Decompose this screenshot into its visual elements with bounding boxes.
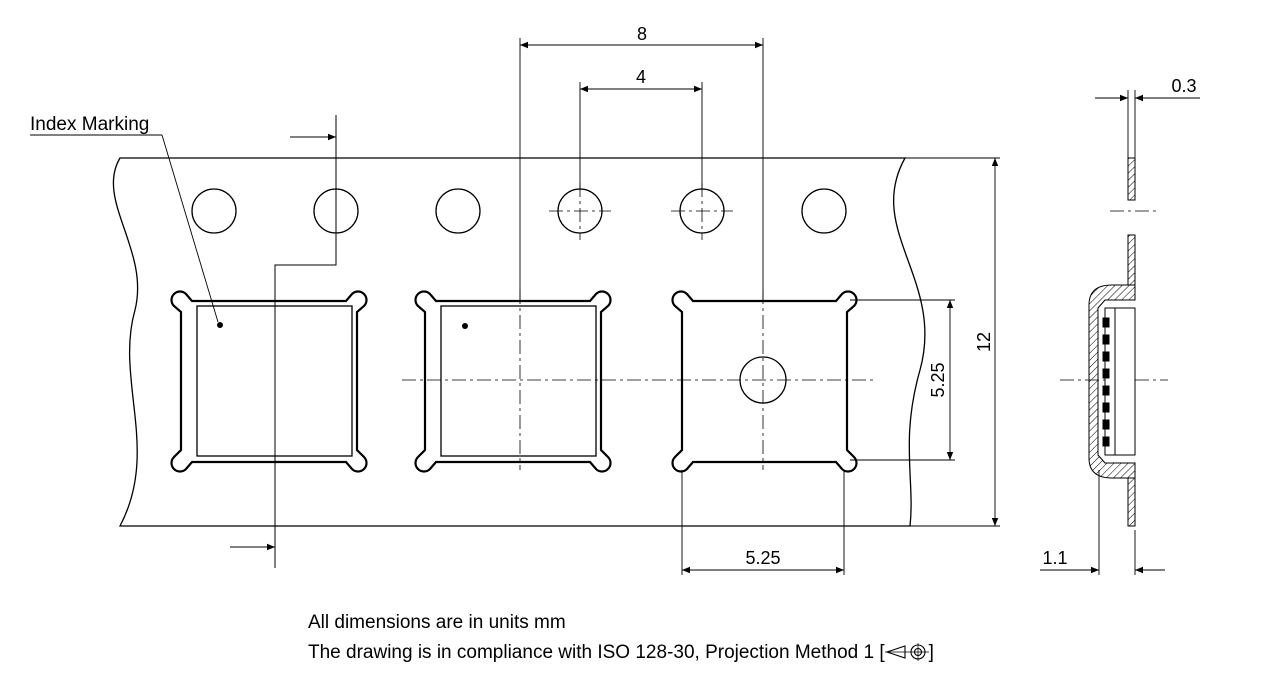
component-leads (1102, 317, 1110, 447)
sprocket-hole (191, 188, 237, 234)
section-line (230, 115, 337, 568)
index-dot (217, 322, 223, 328)
dimension-tape-width (905, 157, 1000, 527)
carrier-tape (112, 157, 926, 527)
dimension-sprocket-pitch (579, 82, 703, 190)
index-dot (462, 323, 468, 329)
dimension-pocket-width (681, 470, 845, 575)
side-section-view (1088, 157, 1136, 527)
units-note: All dimensions are in units mm (308, 612, 566, 633)
compliance-suffix: ] (928, 642, 934, 663)
pocket-2 (414, 290, 612, 473)
dimension-pocket-depth-label: 1.1 (1042, 548, 1067, 568)
sprocket-hole (801, 188, 847, 234)
dimension-pitch (519, 38, 764, 300)
index-marking-label: Index Marking (30, 114, 149, 135)
compliance-text: The drawing is in compliance with ISO 12… (308, 642, 885, 663)
dimension-pocket-height-label: 5.25 (928, 362, 948, 397)
dimension-pocket-height (850, 299, 955, 461)
sprocket-hole (435, 188, 481, 234)
dimension-pocket-width-label: 5.25 (745, 548, 780, 568)
projection-method-icon (884, 643, 929, 661)
dimension-pocket-depth (1040, 470, 1165, 575)
compliance-note: The drawing is in compliance with ISO 12… (308, 642, 934, 664)
dimension-pitch-label: 8 (637, 24, 647, 44)
dimension-tape-thickness (1095, 90, 1200, 158)
dimension-sprocket-pitch-label: 4 (636, 67, 646, 87)
dimension-tape-thickness-label: 0.3 (1171, 76, 1196, 96)
dimension-tape-width-label: 12 (974, 332, 994, 352)
index-marking-leader (30, 134, 219, 323)
